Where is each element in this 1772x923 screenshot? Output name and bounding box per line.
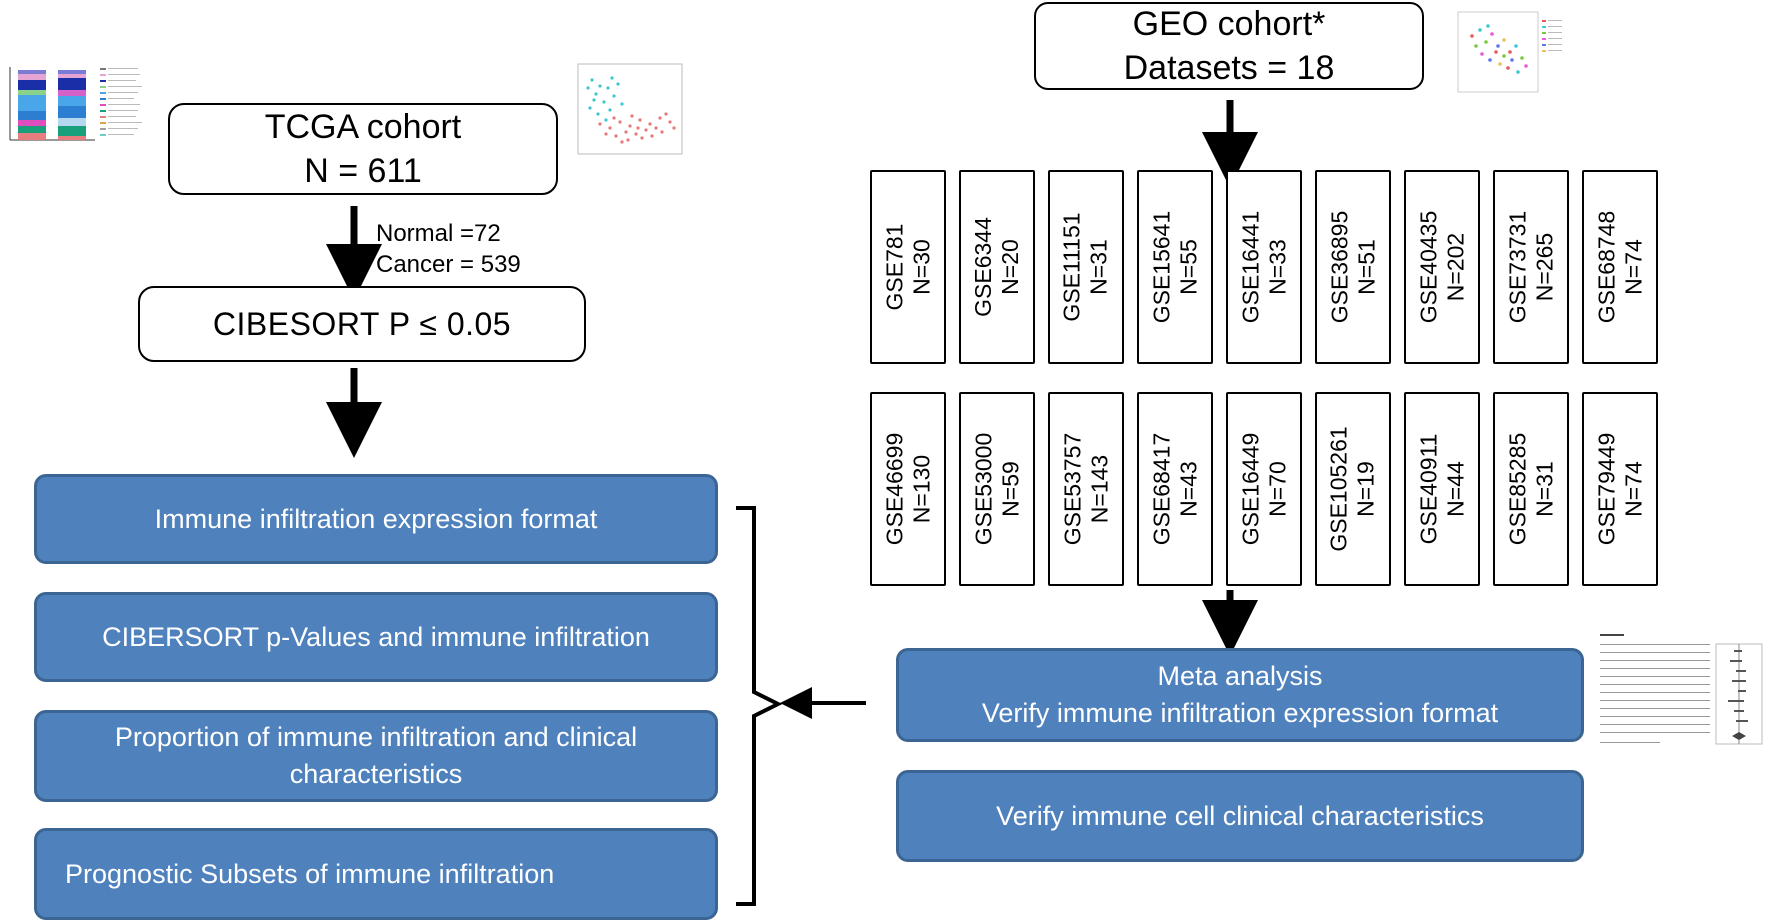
tcga-normal-count: Normal =72 — [376, 220, 501, 247]
geo-datasets-count: Datasets = 18 — [1123, 49, 1335, 87]
stacked-bar-thumbnail — [0, 62, 150, 172]
dataset-id: GSE36895 — [1326, 210, 1352, 324]
forest-plot-thumbnail — [1596, 630, 1768, 764]
analysis-box-expression-format: Immune infiltration expression format — [34, 474, 718, 564]
verify-clinical-box: Verify immune cell clinical characterist… — [896, 770, 1584, 862]
dataset-id: GSE40435 — [1415, 210, 1441, 324]
geo-cohort-box: GEO cohort* Datasets = 18 — [1034, 2, 1424, 90]
dataset-n: N=130 — [908, 454, 934, 524]
dataset-n: N=74 — [1620, 239, 1646, 295]
dataset-id: GSE11151 — [1059, 212, 1085, 322]
dataset-n: N=202 — [1442, 232, 1468, 302]
dataset-id: GSE68748 — [1593, 210, 1619, 324]
analysis-label: Prognostic Subsets of immune infiltratio… — [65, 858, 555, 889]
cibersort-box: CIBESORT P ≤ 0.05 — [138, 286, 586, 362]
dataset-id: GSE105261 — [1326, 426, 1353, 552]
meta-analysis-title: Meta analysis — [1157, 661, 1323, 691]
dataset-id: GSE15641 — [1148, 210, 1174, 324]
dataset-id: GSE16441 — [1237, 210, 1263, 324]
dataset-n: N=143 — [1086, 454, 1112, 524]
dataset-n: N=30 — [908, 239, 935, 295]
dataset-n: N=55 — [1175, 239, 1201, 295]
dataset-id: GSE53757 — [1059, 432, 1085, 546]
dataset-id: GSE73731 — [1504, 210, 1530, 324]
dataset-n: N=265 — [1531, 232, 1557, 302]
dataset-n: N=51 — [1353, 239, 1379, 295]
dataset-n: N=31 — [1531, 461, 1557, 517]
tcga-cohort-title: TCGA cohort — [264, 108, 462, 146]
scatter-thumbnail-geo — [1452, 6, 1566, 104]
dataset-id: GSE16449 — [1237, 432, 1263, 546]
analysis-box-cibersort-pvalues: CIBERSORT p-Values and immune infiltrati… — [34, 592, 718, 682]
tcga-cohort-box: TCGA cohort N = 611 — [168, 103, 558, 195]
dataset-id: GSE40911 — [1415, 433, 1442, 545]
analysis-box-prognostic-subsets: Prognostic Subsets of immune infiltratio… — [34, 828, 718, 920]
dataset-n: N=59 — [997, 461, 1023, 517]
tcga-cancer-count: Cancer = 539 — [376, 251, 521, 278]
dataset-n: N=19 — [1353, 461, 1380, 517]
dataset-n: N=44 — [1442, 461, 1469, 517]
dataset-n: N=33 — [1264, 239, 1290, 295]
tcga-cohort-n: N = 611 — [304, 152, 422, 190]
geo-cohort-title: GEO cohort* — [1132, 5, 1326, 43]
dataset-n: N=43 — [1175, 461, 1201, 517]
analysis-label: Immune infiltration expression format — [154, 503, 598, 534]
dataset-n: N=31 — [1086, 239, 1112, 295]
dataset-id: GSE46699 — [881, 432, 907, 546]
analysis-label: Proportion of immune infiltration and cl… — [114, 722, 638, 789]
dataset-id: GSE68417 — [1148, 432, 1174, 546]
dataset-n: N=20 — [997, 239, 1023, 295]
dataset-id: GSE53000 — [970, 432, 996, 546]
scatter-thumbnail-tcga — [570, 58, 688, 166]
dataset-n: N=74 — [1620, 461, 1646, 517]
analysis-label: CIBERSORT p-Values and immune infiltrati… — [102, 621, 650, 652]
dataset-id: GSE79449 — [1593, 432, 1619, 546]
dataset-id: GSE85285 — [1504, 432, 1530, 546]
analyses-bracket — [736, 506, 783, 906]
dataset-id: GSE6344 — [970, 217, 996, 317]
meta-analysis-subtitle: Verify immune infiltration expression fo… — [981, 698, 1499, 728]
dataset-n: N=70 — [1264, 461, 1290, 517]
analysis-box-clinical-proportion: Proportion of immune infiltration and cl… — [34, 710, 718, 802]
meta-analysis-box: Meta analysis Verify immune infiltration… — [896, 648, 1584, 742]
verify-clinical-label: Verify immune cell clinical characterist… — [996, 800, 1484, 831]
cibersort-label: CIBESORT P ≤ 0.05 — [212, 305, 512, 342]
dataset-id: GSE781 — [881, 223, 908, 311]
